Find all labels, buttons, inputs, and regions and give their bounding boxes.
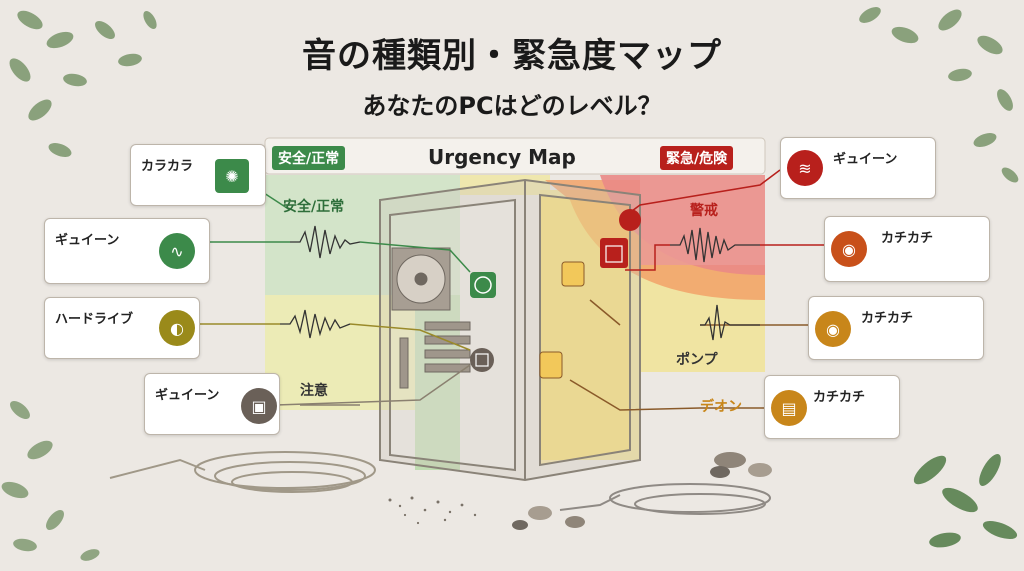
waveform-safe	[290, 225, 361, 259]
waveform-icon: ≋	[787, 150, 823, 186]
expansion-slots	[399, 321, 471, 389]
zone-label-pump: ポンプ	[676, 352, 718, 368]
sound-card-label: カチカチ	[881, 231, 934, 246]
hdd-icon: ◉	[815, 311, 851, 347]
sound-card-rattle: カラカラ ✺	[130, 144, 266, 206]
sound-card-whine: ギュイーン ∿	[44, 218, 210, 284]
floor-cables	[109, 451, 771, 515]
zone-label-deon: デオン	[700, 399, 742, 415]
connector-lines-right	[569, 169, 830, 411]
sound-card-label: カラカラ	[141, 159, 194, 174]
hdd-icon: ◉	[831, 231, 867, 267]
ssd-icon: ▤	[771, 390, 807, 426]
sound-card-label: ハードライブ	[55, 312, 134, 327]
case-icon-drive	[470, 348, 494, 372]
danger-badge: 緊急/危険	[660, 146, 734, 170]
sound-card-label: ギュイーン	[833, 152, 898, 167]
page-subtitle: あなたのPCはどのレベル？	[362, 92, 662, 120]
case-icon-ssd	[539, 351, 563, 379]
case-icon-fan	[470, 272, 496, 298]
floor-stones	[512, 452, 772, 530]
leaf-decoration-bottom-left	[1, 401, 100, 561]
sound-card-label: カチカチ	[813, 390, 866, 405]
case-icon-hdd-left	[561, 261, 585, 287]
sound-card-click-hdd-2: ◉ カチカチ	[808, 296, 984, 360]
dust-particles	[388, 496, 477, 525]
sound-card-label: ギュイーン	[155, 388, 220, 403]
fan-icon: ✺	[215, 159, 249, 193]
leaf-decoration-top-right	[859, 7, 1019, 183]
map-title: Urgency Map	[428, 145, 576, 169]
waveform-warning	[670, 227, 760, 263]
speaker-icon: ◐	[159, 310, 195, 346]
leaf-decoration-top-left	[9, 10, 157, 157]
zone-label-warning: 警戒	[690, 203, 718, 219]
sound-card-click-ssd: ▤ カチカチ	[764, 375, 900, 439]
sound-card-whine-critical: ≋ ギュイーン	[780, 137, 936, 199]
page-title: 音の種類別・緊急度マップ	[302, 36, 722, 76]
sound-card-click-hdd: ◉ カチカチ	[824, 216, 990, 282]
waveform-pump	[700, 304, 760, 341]
zone-label-caution: 注意	[300, 383, 328, 399]
case-icon-alarm	[600, 209, 641, 268]
sound-card-label: ギュイーン	[55, 233, 120, 248]
sound-card-harddrive: ハードライブ ◐	[44, 297, 200, 359]
drive-icon: ▣	[241, 388, 277, 424]
safe-badge: 安全/正常	[272, 146, 346, 170]
sound-card-whine-drive: ギュイーン ▣	[144, 373, 280, 435]
waveform-caution	[280, 309, 351, 339]
sound-card-label: カチカチ	[861, 311, 914, 326]
coil-icon: ∿	[159, 233, 195, 269]
case-fan	[391, 247, 451, 311]
zone-label-safe: 安全/正常	[283, 199, 345, 215]
leaf-decoration-bottom-right	[913, 454, 1018, 548]
